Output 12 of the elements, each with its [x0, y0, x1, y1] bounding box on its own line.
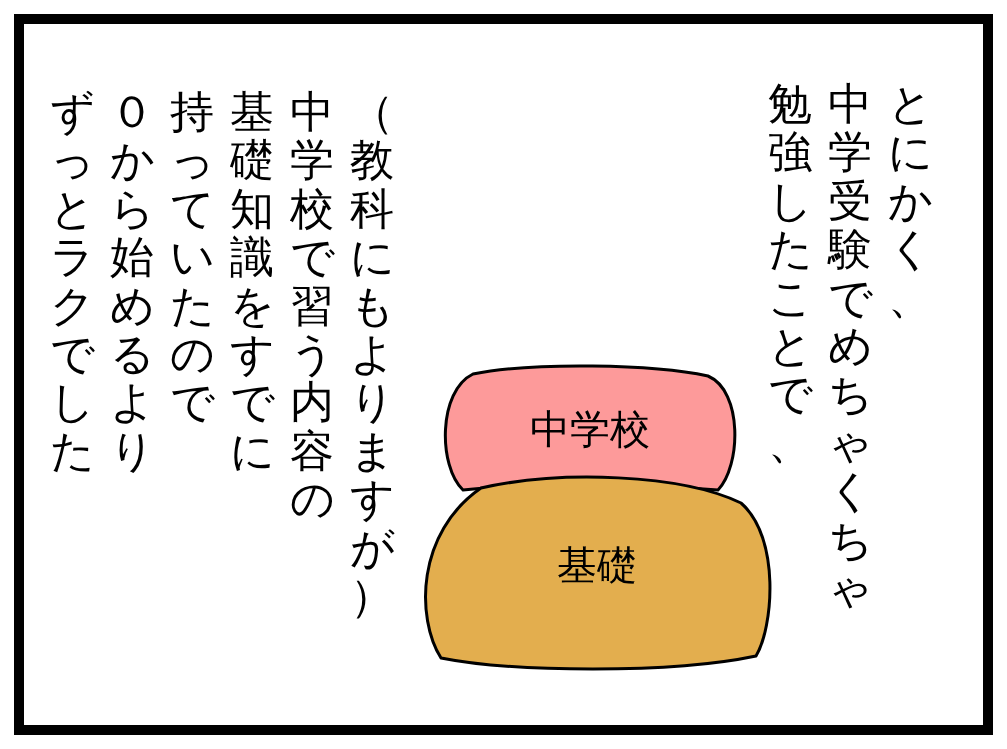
vertical-text: 基礎知識をすでに [230, 88, 274, 476]
vertical-text: 持っていたので [170, 88, 214, 427]
vertical-text: 勉強したことで、 [768, 80, 812, 468]
vertical-text: ずっとラクでした [50, 88, 94, 476]
blob-label: 中学校 [528, 405, 651, 454]
vertical-text: （教科にもよりますが） [350, 88, 394, 621]
vertical-text: 中学校で習う内容の [290, 88, 334, 524]
lower-blob [421, 478, 773, 669]
vertical-text: 中学受験でめちゃくちゃ [828, 80, 872, 613]
blob-label: 基礎 [556, 541, 638, 590]
vertical-text: とにかく、 [888, 80, 932, 322]
vertical-text: ０から始めるより [110, 88, 154, 476]
